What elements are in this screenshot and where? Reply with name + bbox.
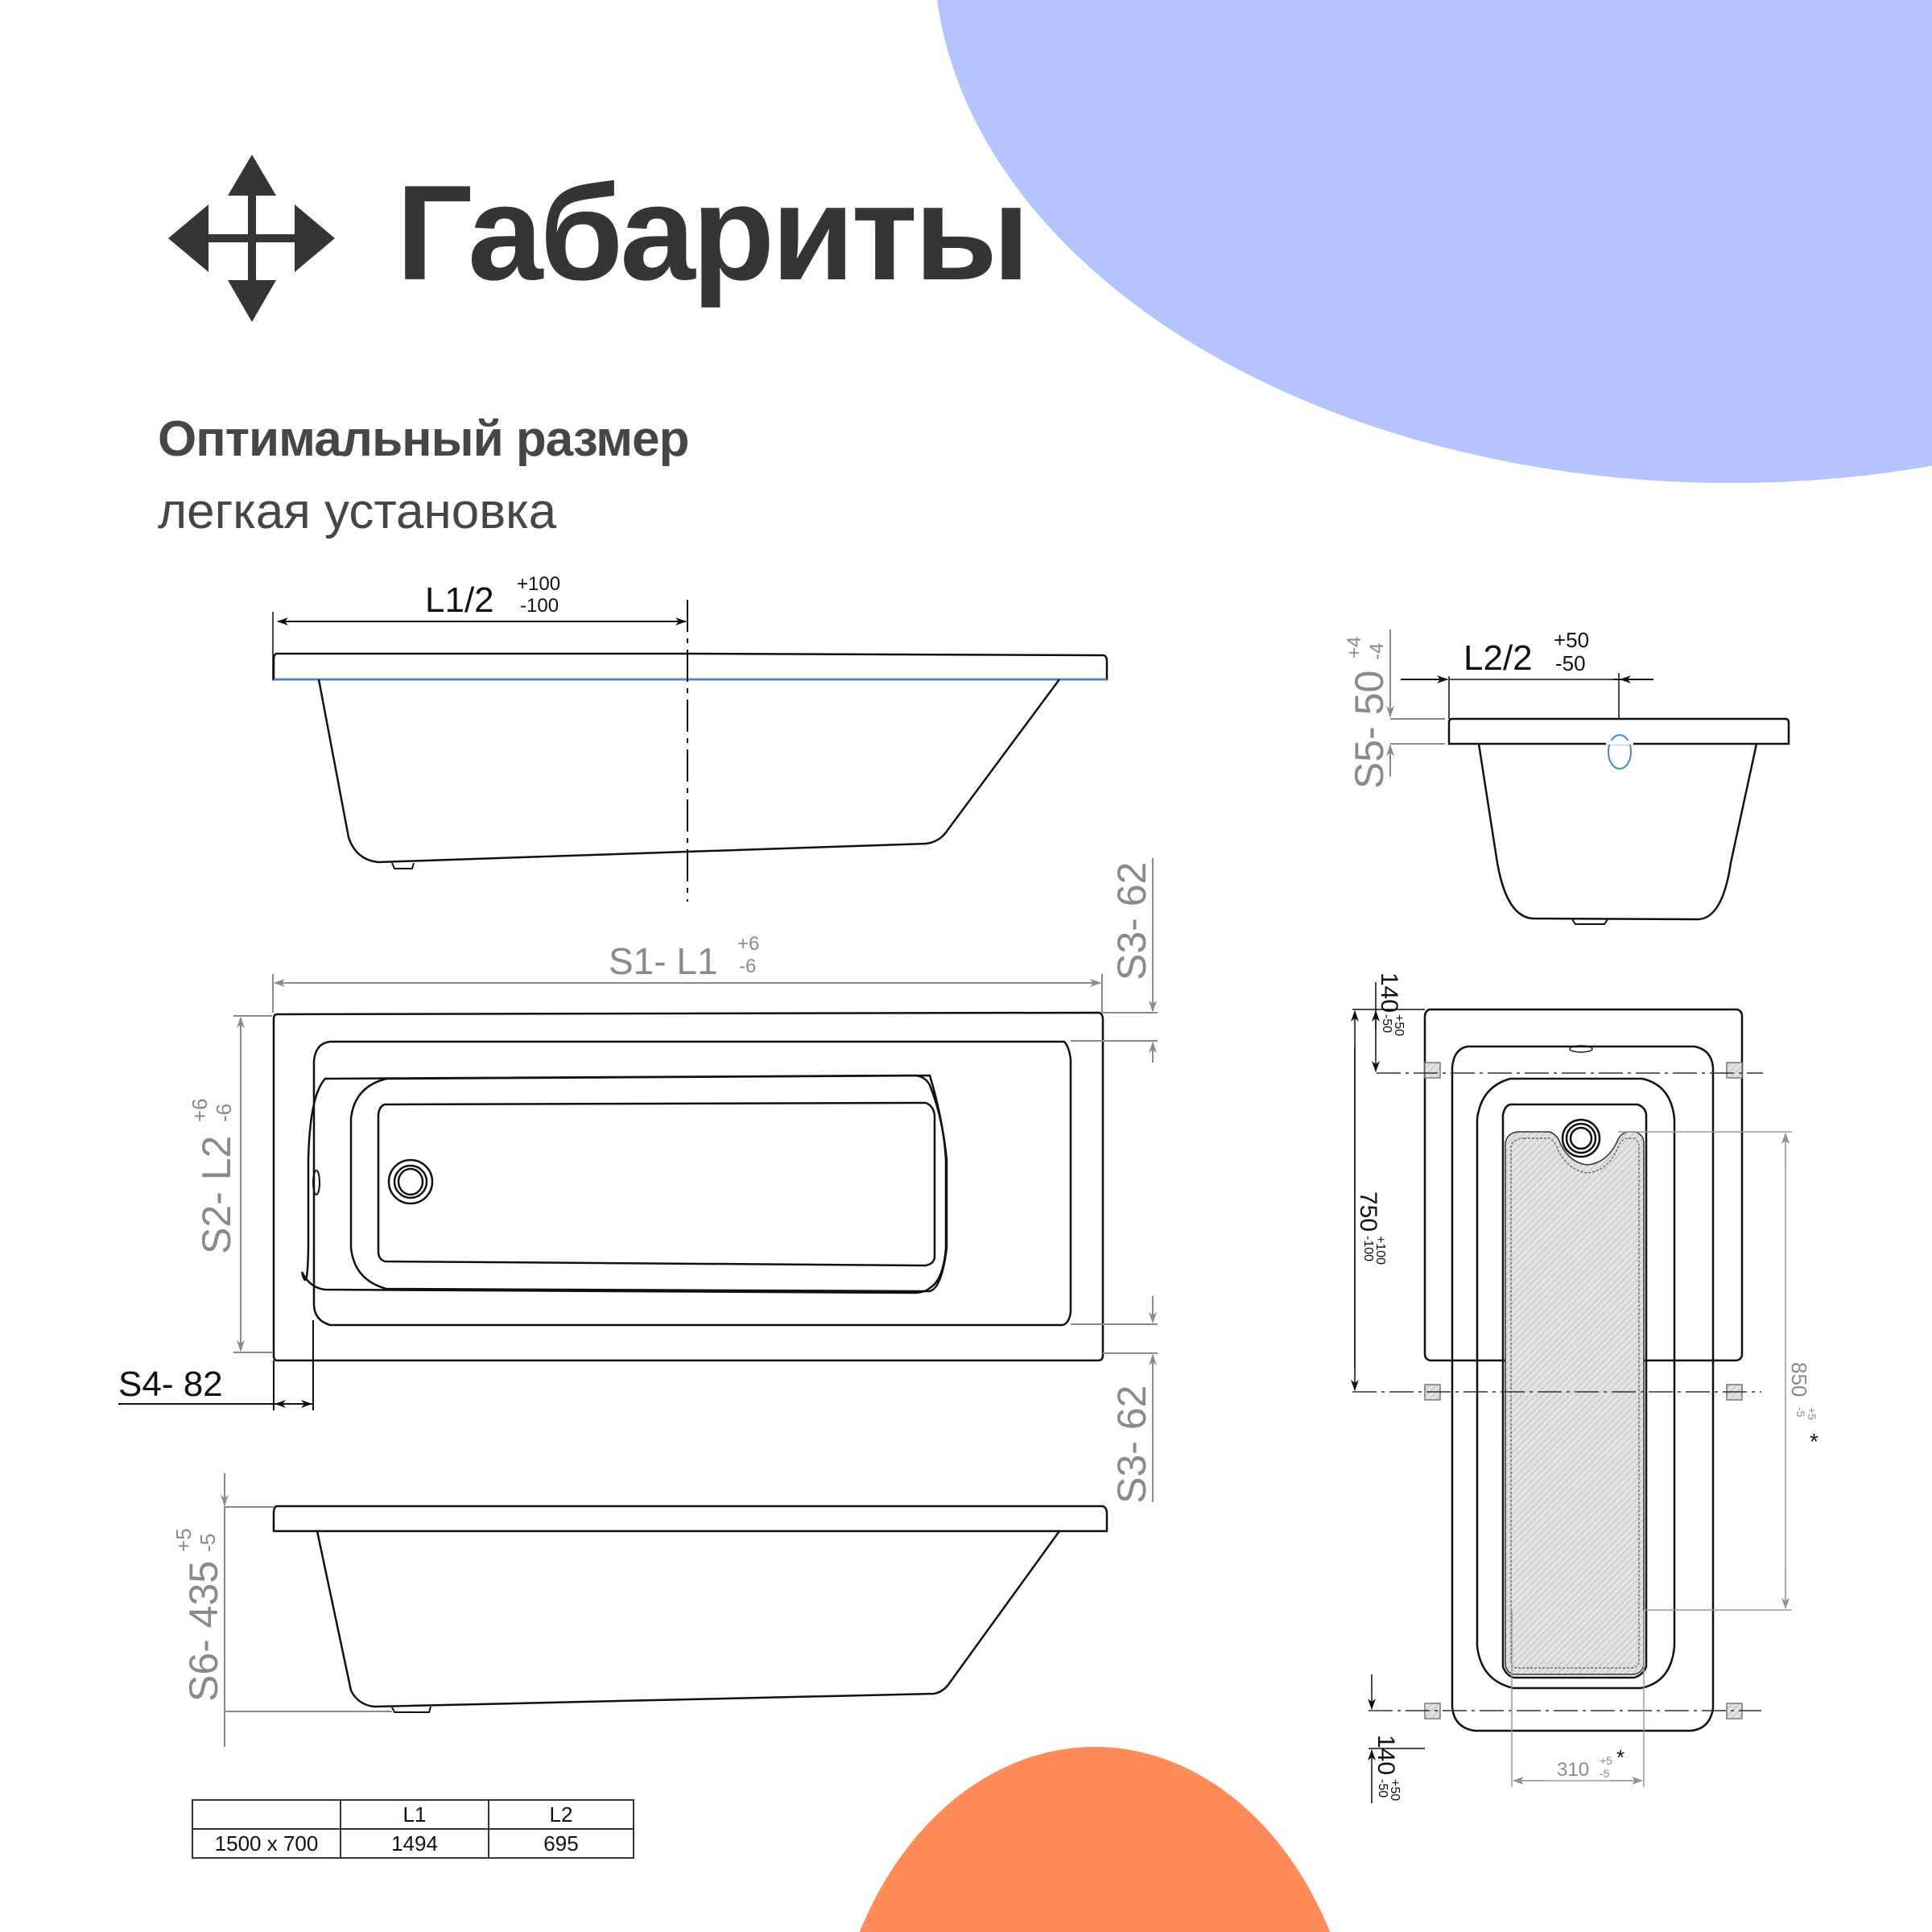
dim-mat-width-tol-plus: +5: [1600, 1754, 1612, 1767]
mat-dims: [1511, 1131, 1792, 1787]
end-view-rim-dim: [1386, 630, 1445, 777]
subtitle-optimal-size: Оптимальный размер: [158, 411, 690, 467]
dim-s5-label: S5- 50: [1347, 671, 1392, 789]
dim-leg-spacing-tol-plus: +100: [1373, 1236, 1387, 1265]
table-row: 1500 x 700 1494 695: [192, 1828, 634, 1859]
table-cell-l2: 695: [488, 1828, 634, 1859]
dim-bottom-offset-tol-minus: -50: [1376, 1779, 1389, 1798]
dim-mat-width-asterisk: *: [1616, 1745, 1624, 1769]
table-cell-l1: 1494: [340, 1828, 489, 1859]
table-header-cell: L2: [488, 1799, 634, 1830]
dim-s6-label: S6- 435: [181, 1561, 226, 1702]
end-view: [1401, 673, 1790, 925]
dim-leg-spacing-tol-minus: -100: [1361, 1236, 1375, 1261]
dim-s1-tol-plus: +6: [737, 933, 759, 955]
dim-l2-half-label: L2/2: [1463, 638, 1533, 678]
dim-leg-spacing-label: 750: [1355, 1191, 1381, 1232]
dim-top-offset-tol-minus: -50: [1380, 1014, 1393, 1033]
legs-view-dims: [1351, 982, 1425, 1803]
dim-mat-length-asterisk: *: [1810, 1429, 1818, 1454]
s6-dim: [221, 1473, 392, 1747]
dim-s3-bottom-label: S3- 62: [1109, 1385, 1154, 1504]
dim-s3-top-label: S3- 62: [1109, 862, 1154, 980]
dim-s6-tol-plus: +5: [171, 1528, 196, 1552]
dim-mat-length-tol-plus: +5: [1806, 1407, 1818, 1420]
dim-l2-half-tol-minus: -50: [1555, 651, 1586, 675]
dim-s6-tol-minus: -5: [196, 1534, 220, 1552]
top-view-dims: [233, 858, 1158, 1502]
dim-s5-tol-minus: -4: [1366, 643, 1388, 660]
legs-view-centerlines: [1352, 1072, 1763, 1711]
dim-s2-tol-minus: -6: [212, 1104, 236, 1122]
dim-s1-tol-minus: -6: [739, 956, 756, 977]
move-arrows-icon: [168, 155, 335, 322]
legs-view: [1423, 1008, 1744, 1732]
dim-s2-tol-plus: +6: [188, 1098, 212, 1122]
table-header-row: L1 L2: [192, 1799, 634, 1830]
dim-top-offset-tol-plus: +50: [1392, 1014, 1406, 1036]
dim-l1-half-tol-plus: +100: [517, 573, 560, 595]
table-header-cell: L1: [340, 1799, 489, 1830]
dim-s4-label: S4- 82: [118, 1364, 223, 1404]
dim-s2-label: S2- L2: [194, 1136, 239, 1254]
dim-bottom-offset-tol-plus: +50: [1388, 1779, 1402, 1801]
dim-mat-width-label: 310: [1557, 1759, 1589, 1781]
decorative-blue-blob: [937, 0, 1932, 483]
dim-s5-tol-plus: +4: [1344, 637, 1365, 658]
decorative-orange-blob: [859, 1747, 1331, 1932]
dim-s1-label: S1- L1: [609, 940, 718, 982]
subtitle-easy-install: легкая установка: [158, 484, 557, 539]
dim-mat-length-label: 850: [1787, 1362, 1811, 1397]
side-view-top: [272, 600, 1108, 902]
dim-mat-length-tol-minus: -5: [1794, 1407, 1807, 1418]
side-view-bottom: [272, 1505, 1108, 1713]
dim-l2-half-tol-plus: +50: [1554, 628, 1589, 652]
dim-l1-half-label: L1/2: [425, 580, 494, 620]
dim-bottom-offset-label: 140: [1373, 1735, 1399, 1775]
dim-mat-width-tol-minus: -5: [1600, 1767, 1610, 1780]
table-cell-size: 1500 x 700: [192, 1828, 341, 1859]
top-view: [272, 1011, 1104, 1362]
dim-l1-half-tol-minus: -100: [520, 595, 559, 617]
dim-top-offset-label: 140: [1376, 972, 1402, 1013]
table-header-cell: [192, 1799, 341, 1830]
size-spec-table: L1 L2 1500 x 700 1494 695: [192, 1799, 634, 1859]
page-title: Габариты: [396, 157, 1030, 308]
s4-dim: [118, 1320, 314, 1410]
